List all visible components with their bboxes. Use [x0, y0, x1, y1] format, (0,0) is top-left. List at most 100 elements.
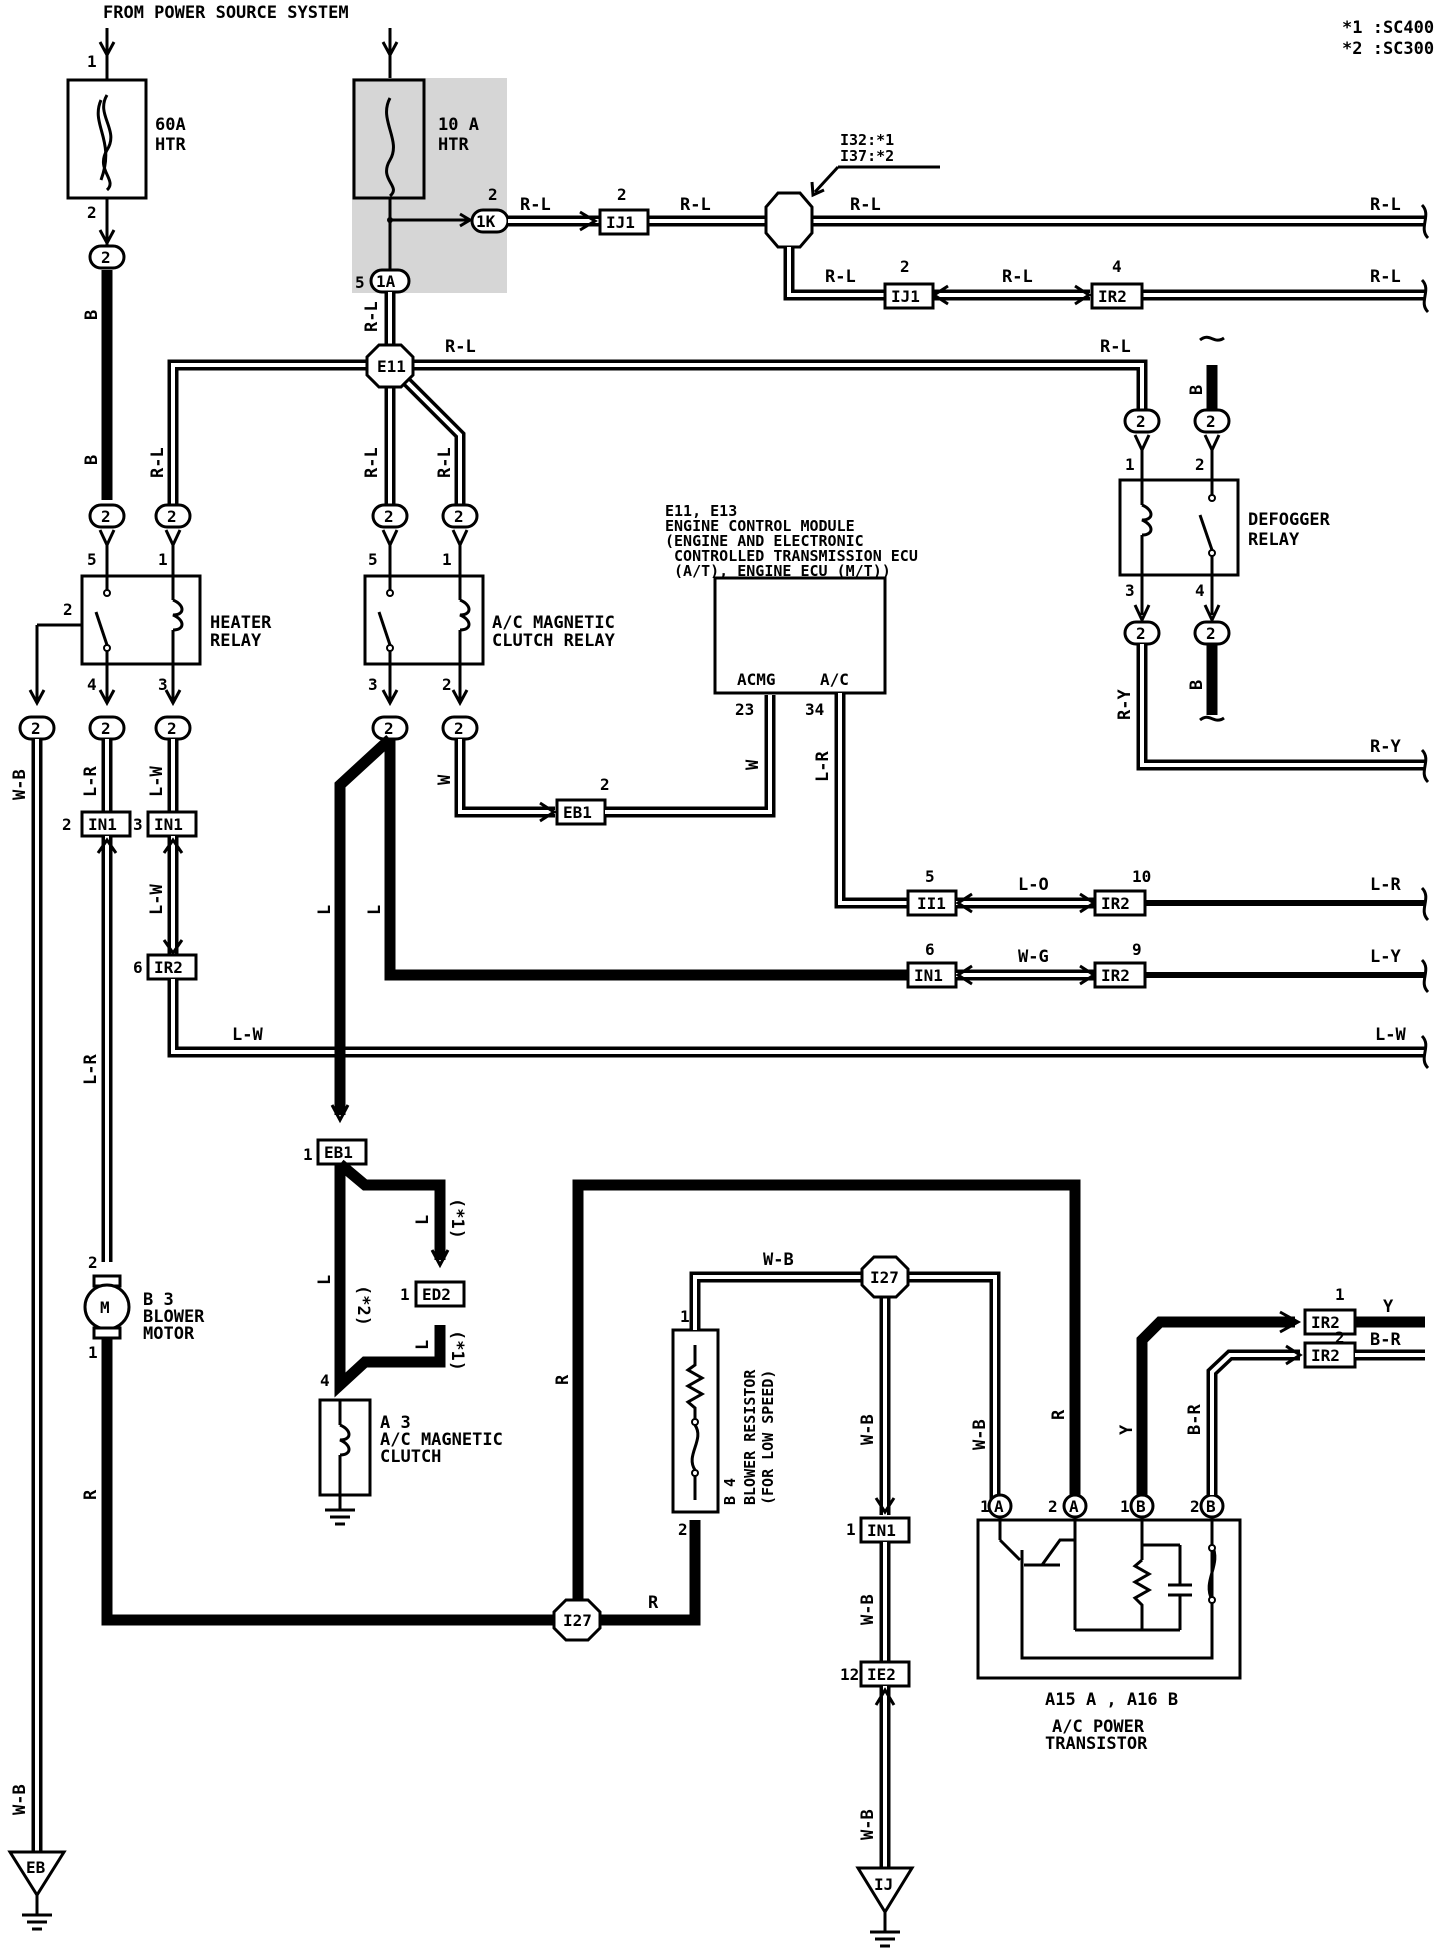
- svg-text:L: L: [413, 1215, 433, 1225]
- svg-text:2: 2: [900, 257, 910, 276]
- svg-text:L-W: L-W: [147, 766, 167, 797]
- svg-text:4: 4: [1112, 257, 1122, 276]
- svg-text:R-L: R-L: [680, 195, 711, 215]
- svg-text:R: R: [81, 1489, 101, 1500]
- svg-text:R-L: R-L: [825, 267, 856, 287]
- note-sc400: *1 :SC400: [1342, 18, 1434, 38]
- svg-text:L-O: L-O: [1018, 875, 1049, 895]
- svg-text:W-B: W-B: [970, 1419, 990, 1450]
- svg-text:B: B: [82, 310, 102, 320]
- svg-text:2: 2: [1190, 1497, 1200, 1516]
- svg-text:IE2: IE2: [867, 1665, 896, 1684]
- svg-text:23: 23: [735, 700, 754, 719]
- fuse-10a-output: 2 5: [355, 185, 498, 292]
- svg-text:2: 2: [454, 719, 464, 738]
- svg-text:10: 10: [1132, 867, 1151, 886]
- svg-text:(*1): (*1): [447, 1198, 467, 1239]
- svg-text:2: 2: [88, 1253, 98, 1272]
- svg-text:L-W: L-W: [232, 1025, 263, 1045]
- svg-text:2: 2: [678, 1520, 688, 1539]
- connector-2-a: 2: [88, 244, 126, 270]
- blower-resistor: 1 2 B 4 BLOWER RESISTOR (FOR LOW SPEED): [671, 1307, 777, 1539]
- svg-text:R-L: R-L: [362, 301, 382, 332]
- svg-text:IR2: IR2: [1311, 1313, 1340, 1332]
- svg-text:B: B: [1136, 1497, 1146, 1516]
- w-b-ground-wire: W-B W-B EB: [7, 739, 67, 1931]
- svg-text:R: R: [1049, 1409, 1069, 1420]
- svg-text:2: 2: [31, 719, 41, 738]
- svg-text:2: 2: [62, 815, 72, 834]
- svg-text:W: W: [743, 759, 763, 770]
- svg-text:2: 2: [617, 185, 627, 204]
- svg-text:L-R: L-R: [1370, 875, 1401, 895]
- svg-text:W-G: W-G: [1018, 947, 1049, 967]
- svg-text:6: 6: [133, 958, 143, 977]
- svg-text:5: 5: [925, 867, 935, 886]
- b-wire-60a: 2 B B: [82, 198, 116, 500]
- svg-text:R-L: R-L: [850, 195, 881, 215]
- connector-1k: 1K: [470, 208, 510, 234]
- svg-text:2: 2: [384, 507, 394, 526]
- connector-e11: E11: [365, 343, 415, 389]
- svg-text:2: 2: [1136, 624, 1146, 643]
- svg-text:3: 3: [1125, 581, 1135, 600]
- w-wire-clutch-relay: W 2 EB1 W: [435, 695, 776, 826]
- svg-text:IJ: IJ: [874, 1875, 893, 1894]
- svg-text:IR2: IR2: [1101, 966, 1130, 985]
- connector-ij1-a: IJ1: [598, 208, 650, 236]
- r-l-wire-branch: R-L 2 R-L 4 R-L: [783, 247, 1430, 314]
- svg-text:B 4: B 4: [721, 1478, 739, 1505]
- svg-text:W-B: W-B: [858, 1414, 878, 1445]
- svg-text:2: 2: [87, 203, 97, 222]
- svg-text:II1: II1: [917, 894, 946, 913]
- svg-text:5: 5: [355, 273, 365, 292]
- svg-text:W-B: W-B: [858, 1594, 878, 1625]
- svg-text:1: 1: [88, 1343, 98, 1362]
- svg-text:1: 1: [400, 1285, 410, 1304]
- svg-text:1: 1: [1335, 1285, 1345, 1304]
- svg-text:3: 3: [368, 675, 378, 694]
- svg-text:L: L: [315, 905, 335, 915]
- w-b-wire-resistor: W-B W-B W-B: [689, 1250, 1001, 1515]
- svg-text:A: A: [994, 1497, 1004, 1516]
- svg-text:2: 2: [442, 675, 452, 694]
- svg-text:2: 2: [101, 719, 111, 738]
- svg-text:R: R: [648, 1593, 659, 1613]
- svg-text:R-L: R-L: [445, 337, 476, 357]
- svg-text:ED2: ED2: [422, 1285, 451, 1304]
- svg-text:R-L: R-L: [362, 447, 382, 478]
- svg-text:1: 1: [303, 1145, 313, 1164]
- svg-text:W-B: W-B: [10, 769, 30, 800]
- svg-text:L-W: L-W: [1375, 1025, 1406, 1045]
- svg-text:Y: Y: [1117, 1424, 1137, 1435]
- svg-text:B-R: B-R: [1185, 1404, 1205, 1435]
- w-g-wire: 6 IN1 W-G 9 IR2 L-Y: [906, 940, 1430, 994]
- svg-text:2: 2: [1206, 412, 1216, 431]
- svg-text:I27: I27: [870, 1268, 899, 1287]
- svg-text:2: 2: [101, 248, 111, 267]
- svg-text:R-L: R-L: [435, 447, 455, 478]
- svg-text:A15 A , A16 B: A15 A , A16 B: [1045, 1690, 1178, 1710]
- svg-text:A: A: [1069, 1497, 1079, 1516]
- connector-i27-top: I27: [860, 1255, 910, 1299]
- svg-text:L-Y: L-Y: [1370, 947, 1401, 967]
- svg-text:5: 5: [87, 550, 97, 569]
- svg-text:4: 4: [1195, 581, 1205, 600]
- svg-text:IN1: IN1: [914, 966, 943, 985]
- svg-text:3: 3: [158, 675, 168, 694]
- svg-text:2: 2: [1195, 455, 1205, 474]
- r-wire-loop: R R R: [553, 1179, 1081, 1626]
- svg-text:IJ1: IJ1: [606, 213, 635, 232]
- blower-motor-feed: L-R 2: [81, 836, 118, 1272]
- svg-text:2: 2: [167, 507, 177, 526]
